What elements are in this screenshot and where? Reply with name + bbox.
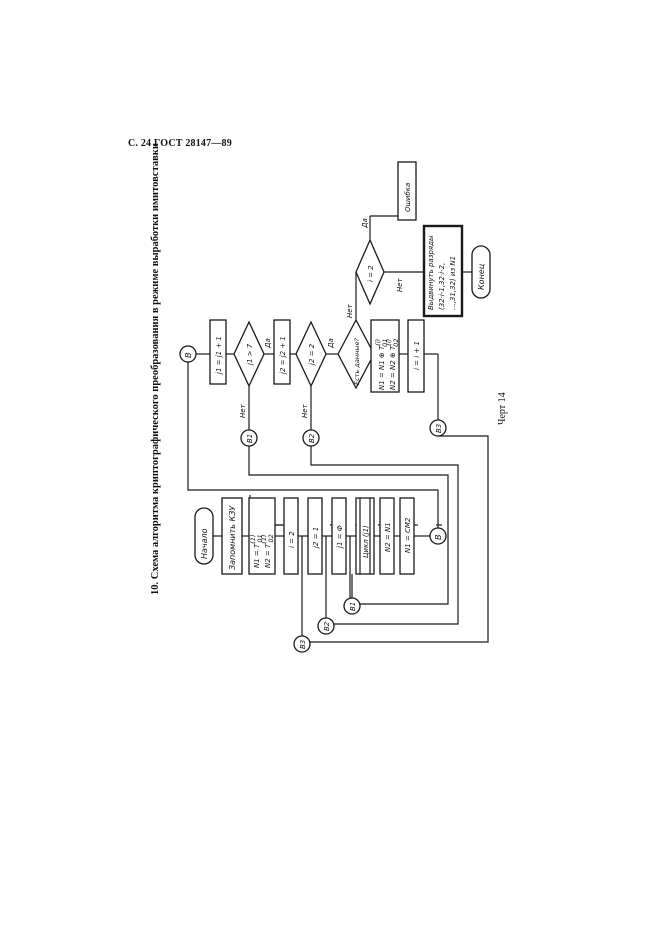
- store-key-label: Запомнить КЗУ: [228, 505, 237, 570]
- connector-b2-in: В2: [317, 617, 335, 635]
- connector-b2-out-label: В2: [308, 433, 316, 443]
- decision-j2-label: j2 = 2: [308, 343, 316, 366]
- start-terminator: Начало: [194, 507, 214, 565]
- connector-b3-out: В3: [429, 419, 447, 437]
- svg-text:N1 = N1 ⊕ T(i)01: N1 = N1 ⊕ T(i)01: [374, 339, 389, 390]
- error-label: Ошибка: [404, 183, 412, 212]
- init-n2-sup: (1): [260, 535, 268, 544]
- xor-n1-sub: 01: [381, 339, 389, 347]
- set-i-block: i = 2: [283, 497, 299, 575]
- inc-j2-label: j2 = j2 + 1: [279, 336, 287, 375]
- inc-j2-block: j2 = j2 + 1: [273, 319, 291, 385]
- init-n1-sub: 01: [256, 534, 264, 542]
- init-n2-sub: 02: [267, 534, 275, 542]
- cycle-label: Цикл (j1): [362, 525, 370, 558]
- output-line-2: (32·i-1,32·i-2,: [438, 263, 446, 310]
- label-yes-i: Да: [361, 218, 369, 229]
- set-j1-label: j1 = Ф: [336, 525, 344, 549]
- decision-data-label: Есть данные?: [353, 338, 361, 385]
- set-n1-block: N1 = СМ2: [399, 497, 415, 575]
- init-block: N1 = T(1)01 N2 = T(1)02: [248, 497, 276, 575]
- xor-block: N1 = N1 ⊕ T(i)01 N2 = N2 ⊕ T(i)02: [370, 319, 400, 393]
- connector-b-out-label: В: [434, 535, 443, 541]
- svg-text:N2 = N2 ⊕ T(i)02: N2 = N2 ⊕ T(i)02: [385, 339, 400, 390]
- decision-i: i = 2: [355, 238, 385, 306]
- label-no-j1: Нет: [239, 403, 247, 418]
- label-no-data: Нет: [346, 303, 354, 318]
- page-header: С. 24 ГОСТ 28147—89: [128, 138, 232, 149]
- set-i-label: i = 2: [288, 531, 296, 548]
- end-label: Конец: [477, 263, 486, 290]
- connector-b1-in-label: В1: [349, 602, 357, 611]
- connector-b-in-label: В: [184, 353, 193, 359]
- decision-data: Есть данные?: [337, 318, 375, 390]
- set-j2-block: j2 = 1: [307, 497, 323, 575]
- output-block: Выдвинуть разряды (32·i-1,32·i-2, ...,31…: [422, 224, 464, 318]
- connector-b1-out: В1: [240, 429, 258, 447]
- set-j1-block: j1 = Ф: [331, 497, 347, 575]
- inc-j1-block: j1 = j1 + 1: [209, 319, 227, 385]
- inc-i-label: i = i + 1: [413, 341, 421, 370]
- init-n2: N2 = T: [264, 543, 272, 568]
- label-no-j2: Нет: [301, 403, 309, 418]
- connector-b1-in: В1: [343, 597, 361, 615]
- init-n1-sup: (1): [249, 535, 257, 544]
- copy-n2-block: N2 = N1: [379, 497, 395, 575]
- connector-b2-out: В2: [302, 429, 320, 447]
- copy-n2-label: N2 = N1: [384, 522, 392, 552]
- xor-n1-sup: (i): [374, 339, 382, 346]
- connector-b3-out-label: В3: [435, 424, 443, 433]
- end-terminator: Конец: [471, 245, 491, 299]
- error-block: Ошибка: [397, 161, 417, 221]
- inc-j1-label: j1 = j1 + 1: [215, 336, 223, 375]
- output-line-1: Выдвинуть разряды: [427, 235, 435, 310]
- connector-b3-in: В3: [293, 635, 311, 653]
- decision-j2: j2 = 2: [295, 320, 327, 388]
- label-no-i: Нет: [396, 277, 404, 292]
- inc-i-block: i = i + 1: [407, 319, 425, 393]
- set-j2-label: j2 = 1: [312, 527, 320, 549]
- connector-b3-in-label: В3: [299, 640, 307, 649]
- output-line-3: ...,31,32) из N1: [449, 256, 457, 310]
- decision-i-label: i = 2: [367, 265, 375, 282]
- label-yes-j1: Да: [264, 338, 272, 349]
- xor-n2-sup: (i): [385, 339, 393, 346]
- connector-b-out: В: [429, 527, 447, 545]
- cycle-block: Цикл (j1): [355, 497, 375, 575]
- xor-n1: N1 = N1 ⊕ T: [378, 345, 386, 390]
- label-yes-j2: Да: [327, 338, 335, 349]
- connector-b2-in-label: В2: [323, 621, 331, 631]
- init-n1: N1 = T: [253, 543, 261, 568]
- xor-n2-sub: 02: [392, 339, 400, 347]
- decision-j1-label: j1 > 7: [246, 343, 254, 366]
- store-key-block: Запомнить КЗУ: [221, 497, 243, 575]
- start-label: Начало: [200, 528, 209, 559]
- svg-text:N2 = T(1)02: N2 = T(1)02: [260, 534, 275, 568]
- set-n1-label: N1 = СМ2: [404, 517, 412, 553]
- svg-text:N1 = T(1)01: N1 = T(1)01: [249, 534, 264, 568]
- connector-b1-out-label: В1: [246, 434, 254, 443]
- xor-n2: N2 = N2 ⊕ T: [389, 345, 397, 390]
- decision-j1: j1 > 7: [233, 320, 265, 388]
- connector-b-in: В: [179, 345, 197, 363]
